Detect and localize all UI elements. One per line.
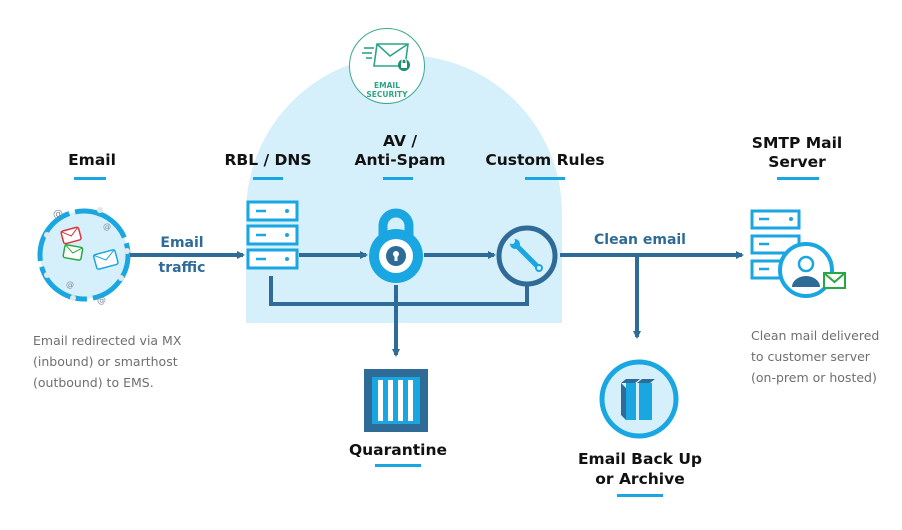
- stage-title-archive-line1: Email Back Up: [577, 450, 703, 468]
- reject-path: [269, 276, 529, 306]
- note-smtp-line: (on-prem or hosted): [751, 370, 877, 385]
- archive-box-icon: [599, 359, 679, 439]
- underline-rbl: [253, 177, 283, 180]
- quarantine-cage-icon: [364, 369, 428, 432]
- stage-title-email: Email: [68, 151, 116, 169]
- stage-title-rbl: RBL / DNS: [224, 151, 312, 169]
- svg-text:@: @: [103, 222, 111, 231]
- svg-text:@: @: [66, 280, 74, 289]
- note-smtp: Clean mail delivered to customer server …: [751, 325, 879, 388]
- note-smtp-line: Clean mail delivered: [751, 328, 880, 343]
- badge-label-line1: EMAIL: [374, 81, 400, 90]
- underline-quarantine: [375, 464, 421, 467]
- underline-rules: [525, 177, 565, 180]
- server-stack-icon: [246, 200, 299, 270]
- underline-smtp: [777, 177, 819, 180]
- svg-text:@: @: [53, 209, 63, 220]
- stage-title-rules: Custom Rules: [485, 151, 605, 169]
- underline-email: [74, 177, 106, 180]
- note-smtp-line: to customer server: [751, 349, 870, 364]
- flow-label-email-traffic-line1: Email: [160, 235, 204, 251]
- stage-title-smtp-line1: SMTP Mail: [751, 134, 843, 152]
- note-email-line: Email redirected via MX: [33, 333, 182, 348]
- note-email: Email redirected via MX (inbound) or sma…: [33, 330, 181, 393]
- underline-av: [383, 177, 413, 180]
- underline-archive: [617, 494, 663, 497]
- stage-title-archive-line2: or Archive: [595, 470, 685, 488]
- email-security-badge: EMAIL SECURITY: [349, 28, 425, 104]
- envelope-lock-icon: [362, 43, 410, 71]
- stage-title-quarantine: Quarantine: [348, 441, 448, 459]
- email-cloud-icon: @ @ @ @: [37, 207, 131, 306]
- server-user-icon: [750, 209, 846, 298]
- stage-title-smtp-line2: Server: [768, 153, 826, 171]
- flow-label-email-traffic-line2: traffic: [158, 260, 206, 276]
- note-email-line: (outbound) to EMS.: [33, 375, 154, 390]
- stage-title-av-line2: Anti-Spam: [354, 151, 446, 169]
- stage-title-av-line1: AV /: [383, 132, 417, 150]
- svg-text:@: @: [97, 296, 106, 306]
- flow-label-clean-email: Clean email: [594, 232, 686, 248]
- wrench-icon: [496, 225, 558, 287]
- note-email-line: (inbound) or smarthost: [33, 354, 178, 369]
- badge-label-line2: SECURITY: [366, 90, 408, 99]
- padlock-icon: [369, 208, 423, 283]
